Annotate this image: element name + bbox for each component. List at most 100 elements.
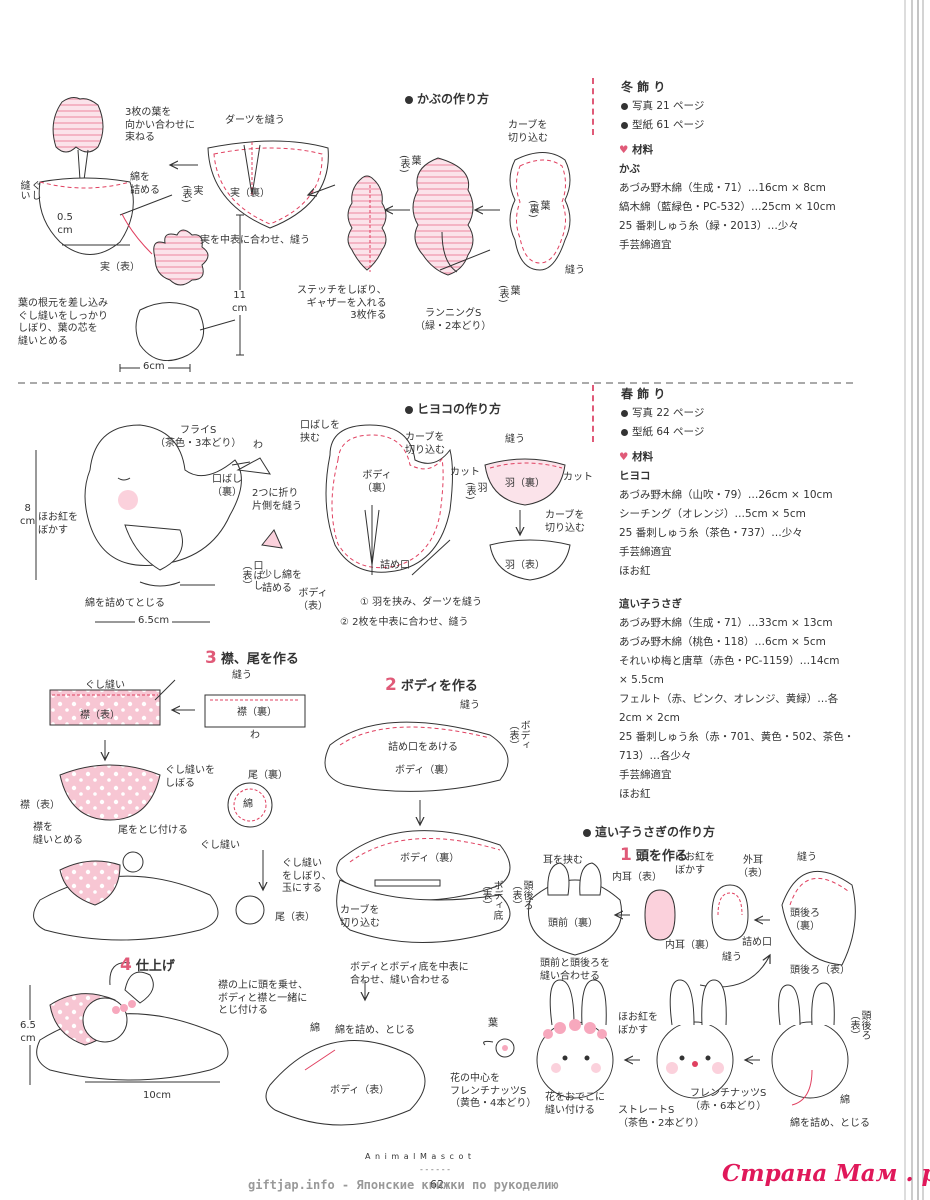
recipe-spring-item: 2cm × 2cm — [619, 712, 680, 724]
usagi-head-illustrations — [483, 862, 856, 1106]
usagi-label-atamaushiro-v2: 頭後ろ （表） — [848, 1010, 870, 1040]
usagi-label-atamaushiro-ura: 頭後ろ （裏） — [790, 908, 820, 932]
bullet-icon — [405, 405, 413, 414]
body-illustrations — [265, 721, 511, 1126]
hiyoko-label-curve: カーブを 切り込む — [405, 432, 445, 456]
footer-dashes: - - - - - - — [420, 1165, 451, 1174]
recipe-spring-item: 手芸綿適宜 — [619, 546, 672, 558]
hiyoko-label-cut: カット — [450, 467, 480, 478]
hiyoko-label-little: 少し綿を 詰める — [262, 570, 302, 594]
usagi-label-atamaushiro-omote: 頭後ろ（表） — [790, 965, 850, 976]
hiyoko-title: ヒヨコの作り方 — [405, 400, 501, 417]
usagi-dimension-height: 6.5 cm — [20, 1020, 36, 1045]
usagi-dimension-width: 10cm — [140, 1090, 174, 1103]
usagi-label-eri-ura: 襟（裏） — [237, 707, 277, 718]
recipe-winter-section: 冬 飾 り — [621, 80, 666, 94]
usagi-label-atamamae: 頭前（裏） — [548, 918, 598, 929]
recipe-spring-item: それいゆ梅と唐草（赤色・PC-1159）…14cm — [619, 655, 840, 667]
kabu-label-root: 葉の根元を差し込み ぐし縫いをしっかり しぼり、葉の芯を 縫いとめる — [18, 298, 108, 347]
usagi-label-uchimimi-omote: 内耳（表） — [612, 872, 662, 883]
recipe-spring-photo: 写真 22 ページ — [621, 404, 892, 423]
usagi-label-eri-omote: 襟（表） — [80, 710, 120, 721]
watermark-text: giftjap.info - Японские книжки по рукоде… — [248, 1178, 559, 1192]
usagi-label-o-ura: 尾（裏） — [248, 770, 288, 781]
usagi-label-eri-omote2: 襟（表） — [20, 800, 60, 811]
recipe-spring-item: 713）…各少々 — [619, 750, 692, 762]
usagi-label-o-omote: 尾（表） — [275, 912, 315, 923]
usagi-label-sotomimi: 外耳 （表） — [738, 855, 768, 879]
recipe-spring-item: あづみ野木綿（山吹・79）…26cm × 10cm — [619, 489, 833, 501]
usagi-label-gushi: ぐし縫い — [85, 680, 125, 691]
collar-tail-illustrations — [29, 679, 306, 1085]
recipe-spring-material-label: ♥ 材料 — [619, 451, 654, 463]
recipe-winter: 冬 飾 り 写真 21 ページ 型紙 61 ページ ♥ 材料 かぶ あづみ野木綿… — [592, 78, 892, 255]
usagi-label-atamaushiro-v: 頭後ろ （表） — [510, 880, 532, 910]
bullet-icon — [621, 102, 628, 110]
usagi-label-tsumeguchi: 詰め口をあける — [388, 742, 458, 753]
usagi-label-nuu3: 縫う — [722, 952, 742, 963]
usagi-label-wata-tojiru2: 綿を詰め、とじる — [790, 1118, 870, 1129]
recipe-spring-item: ほお紅 — [619, 565, 651, 577]
hiyoko-label-hoo: ほお紅を ぼかす — [38, 512, 78, 536]
hiyoko-label-hane-omote: 羽 (表) — [464, 482, 486, 500]
bullet-icon — [583, 828, 591, 837]
site-logo: Страна Мам . ру — [722, 1160, 930, 1187]
recipe-winter-material-label: ♥ 材料 — [619, 144, 654, 156]
recipe-spring-item: あづみ野木綿（生成・71）…33cm × 13cm — [619, 617, 833, 629]
hiyoko-dimension-height: 8 cm — [20, 503, 36, 528]
hiyoko-label-fold: 2つに折り 片側を縫う — [252, 488, 302, 512]
usagi-label-wata: 綿 — [243, 799, 253, 810]
kabu-label-nakaomote: 実を中表に合わせ、縫う — [200, 235, 310, 246]
recipe-winter-item: 手芸綿適宜 — [619, 239, 672, 251]
kabu-label-ha-omote-2: 葉(表) — [497, 285, 519, 303]
kabu-label-sew: 縫う — [565, 265, 585, 276]
usagi-label-curve: カーブを 切り込む — [340, 905, 380, 929]
kabu-label-jitsu-omote: 実（表） — [100, 262, 140, 273]
usagi-label-hana: 花の中心を フレンチナッツS （黄色・4本どり） — [450, 1073, 537, 1109]
usagi-label-mimi: 耳を挟む — [543, 855, 583, 866]
usagi-label-nuu2: 縫う — [797, 852, 817, 863]
recipe-winter-pattern: 型紙 61 ページ — [621, 116, 892, 135]
kabu-dimension-height: 11 cm — [232, 290, 248, 315]
hiyoko-label-step2: ② 2枚を中表に合わせ、縫う — [340, 617, 469, 628]
hiyoko-label-kuchi-hasamu: 口ばしを 挟む — [300, 420, 340, 444]
recipe-spring-item: × 5.5cm — [619, 674, 664, 686]
hiyoko-label-fly: フライS （茶色・3本どり） — [155, 425, 242, 449]
page-edge — [904, 0, 924, 1200]
usagi-label-hoo: ほお紅を ぼかす — [675, 852, 715, 876]
usagi-label-body-ura2: ボディ（裏） — [400, 853, 460, 864]
recipe-winter-sub: かぶ — [619, 163, 640, 175]
recipe-spring-pattern: 型紙 64 ページ — [621, 423, 892, 442]
recipe-spring-item: あづみ野木綿（桃色・118）…6cm × 5cm — [619, 636, 826, 648]
recipe-spring: 春 飾 り 写真 22 ページ 型紙 64 ページ ♥ 材料 ヒヨコ あづみ野木… — [592, 385, 892, 804]
usagi-label-finish: 襟の上に頭を乗せ、 ボディと襟と一緒に とじ付ける — [218, 980, 308, 1016]
recipe-winter-item: 25 番刺しゅう糸（緑・2013）…少々 — [619, 220, 799, 232]
usagi-label-uchimimi-ura: 内耳（裏） — [665, 940, 715, 951]
bullet-icon — [621, 409, 628, 417]
usagi-label-body-omote2: ボディ（表） — [330, 1085, 390, 1096]
usagi-label-hoo2: ほお紅を ぼかす — [618, 1012, 658, 1036]
usagi-label-bodytei-v: ボディ底 （表） — [480, 880, 502, 920]
kabu-label-gushi: ぐし 縫い — [18, 180, 40, 200]
hiyoko-label-curve2: カーブを 切り込む — [545, 510, 585, 534]
hiyoko-label-body-omote: ボディ （表） — [298, 588, 328, 612]
hiyoko-label-body-ura: ボディ （裏） — [362, 470, 392, 494]
usagi-label-tsumeguchi2: 詰め口 — [742, 937, 772, 948]
recipe-spring-item: 25 番刺しゅう糸（茶色・737）…少々 — [619, 527, 803, 539]
usagi-label-combine: ボディとボディ底を中表に 合わせ、縫い合わせる — [350, 962, 469, 986]
usagi-label-body-ura: ボディ（裏） — [395, 765, 455, 776]
hiyoko-label-wa: わ — [253, 440, 263, 451]
kabu-title: かぶの作り方 — [405, 90, 489, 107]
recipe-winter-photo: 写真 21 ページ — [621, 97, 892, 116]
usagi-label-wata3: 綿 — [840, 1095, 850, 1106]
usagi-label-wata-circle: 綿 — [310, 1023, 320, 1034]
bullet-icon — [405, 95, 413, 104]
hiyoko-label-step1: ① 羽を挟み、ダーツを縫う — [360, 597, 482, 608]
usagi-label-nuu: 縫う — [232, 670, 252, 681]
kabu-label-stuff: 綿を 詰める — [130, 172, 160, 196]
usagi-label-eri-tome: 襟を 縫いとめる — [33, 822, 83, 846]
